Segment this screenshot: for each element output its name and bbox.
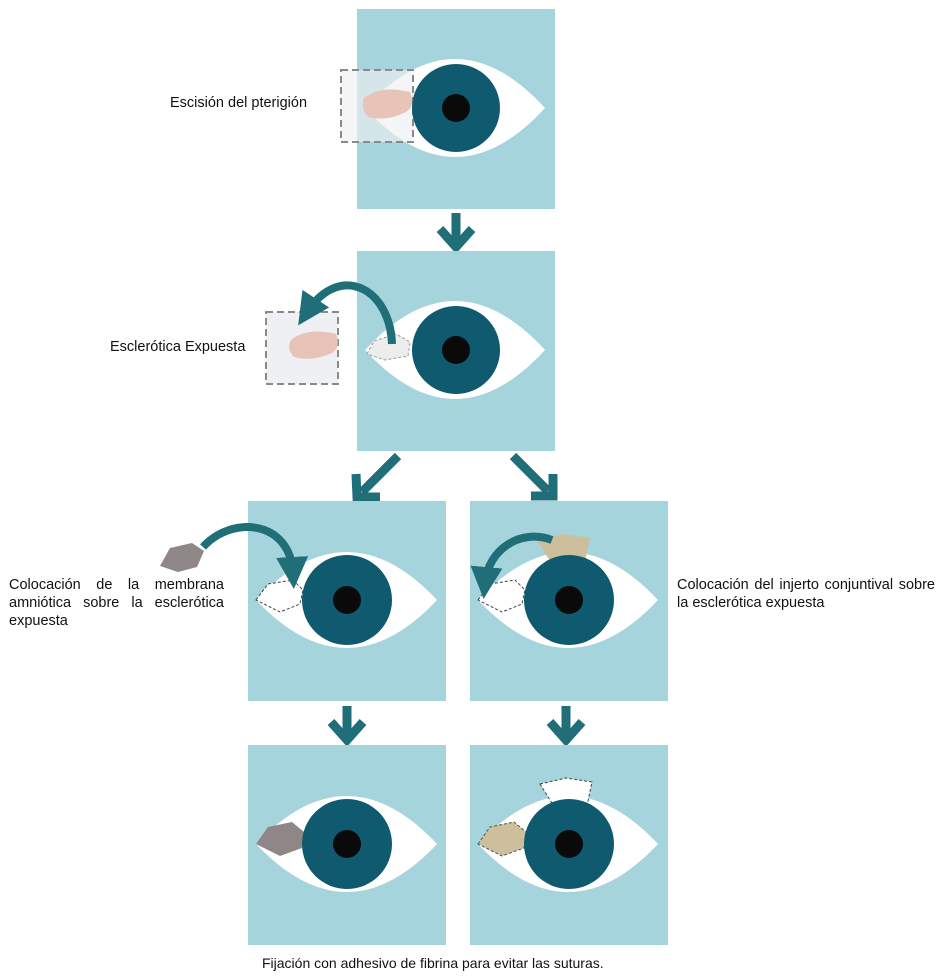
pupil	[442, 94, 470, 122]
panel-membrane-fixed	[248, 745, 446, 945]
pupil	[555, 586, 583, 614]
pupil	[555, 830, 583, 858]
pupil	[333, 586, 361, 614]
caption-fibrin-fixation: Fijación con adhesivo de fibrina para ev…	[262, 954, 604, 972]
down-right-arrow-icon	[513, 456, 548, 491]
down-left-arrow-icon	[362, 456, 398, 492]
label-pterygium-excision: Escisión del pterigión	[170, 94, 307, 112]
panel-exposed-sclera	[266, 251, 555, 451]
panel-conjunctival-graft	[470, 501, 668, 701]
pupil	[442, 336, 470, 364]
label-amniotic-membrane-placement: Colocación de la membrana amniótica sobr…	[9, 576, 224, 630]
amniotic-membrane-piece	[160, 543, 204, 572]
label-conjunctival-graft-placement: Colocación del injerto conjuntival sobre…	[677, 576, 935, 612]
panel-excision	[341, 9, 555, 209]
label-exposed-sclera: Esclerótica Expuesta	[110, 338, 245, 356]
pupil	[333, 830, 361, 858]
panel-graft-fixed	[470, 745, 668, 945]
